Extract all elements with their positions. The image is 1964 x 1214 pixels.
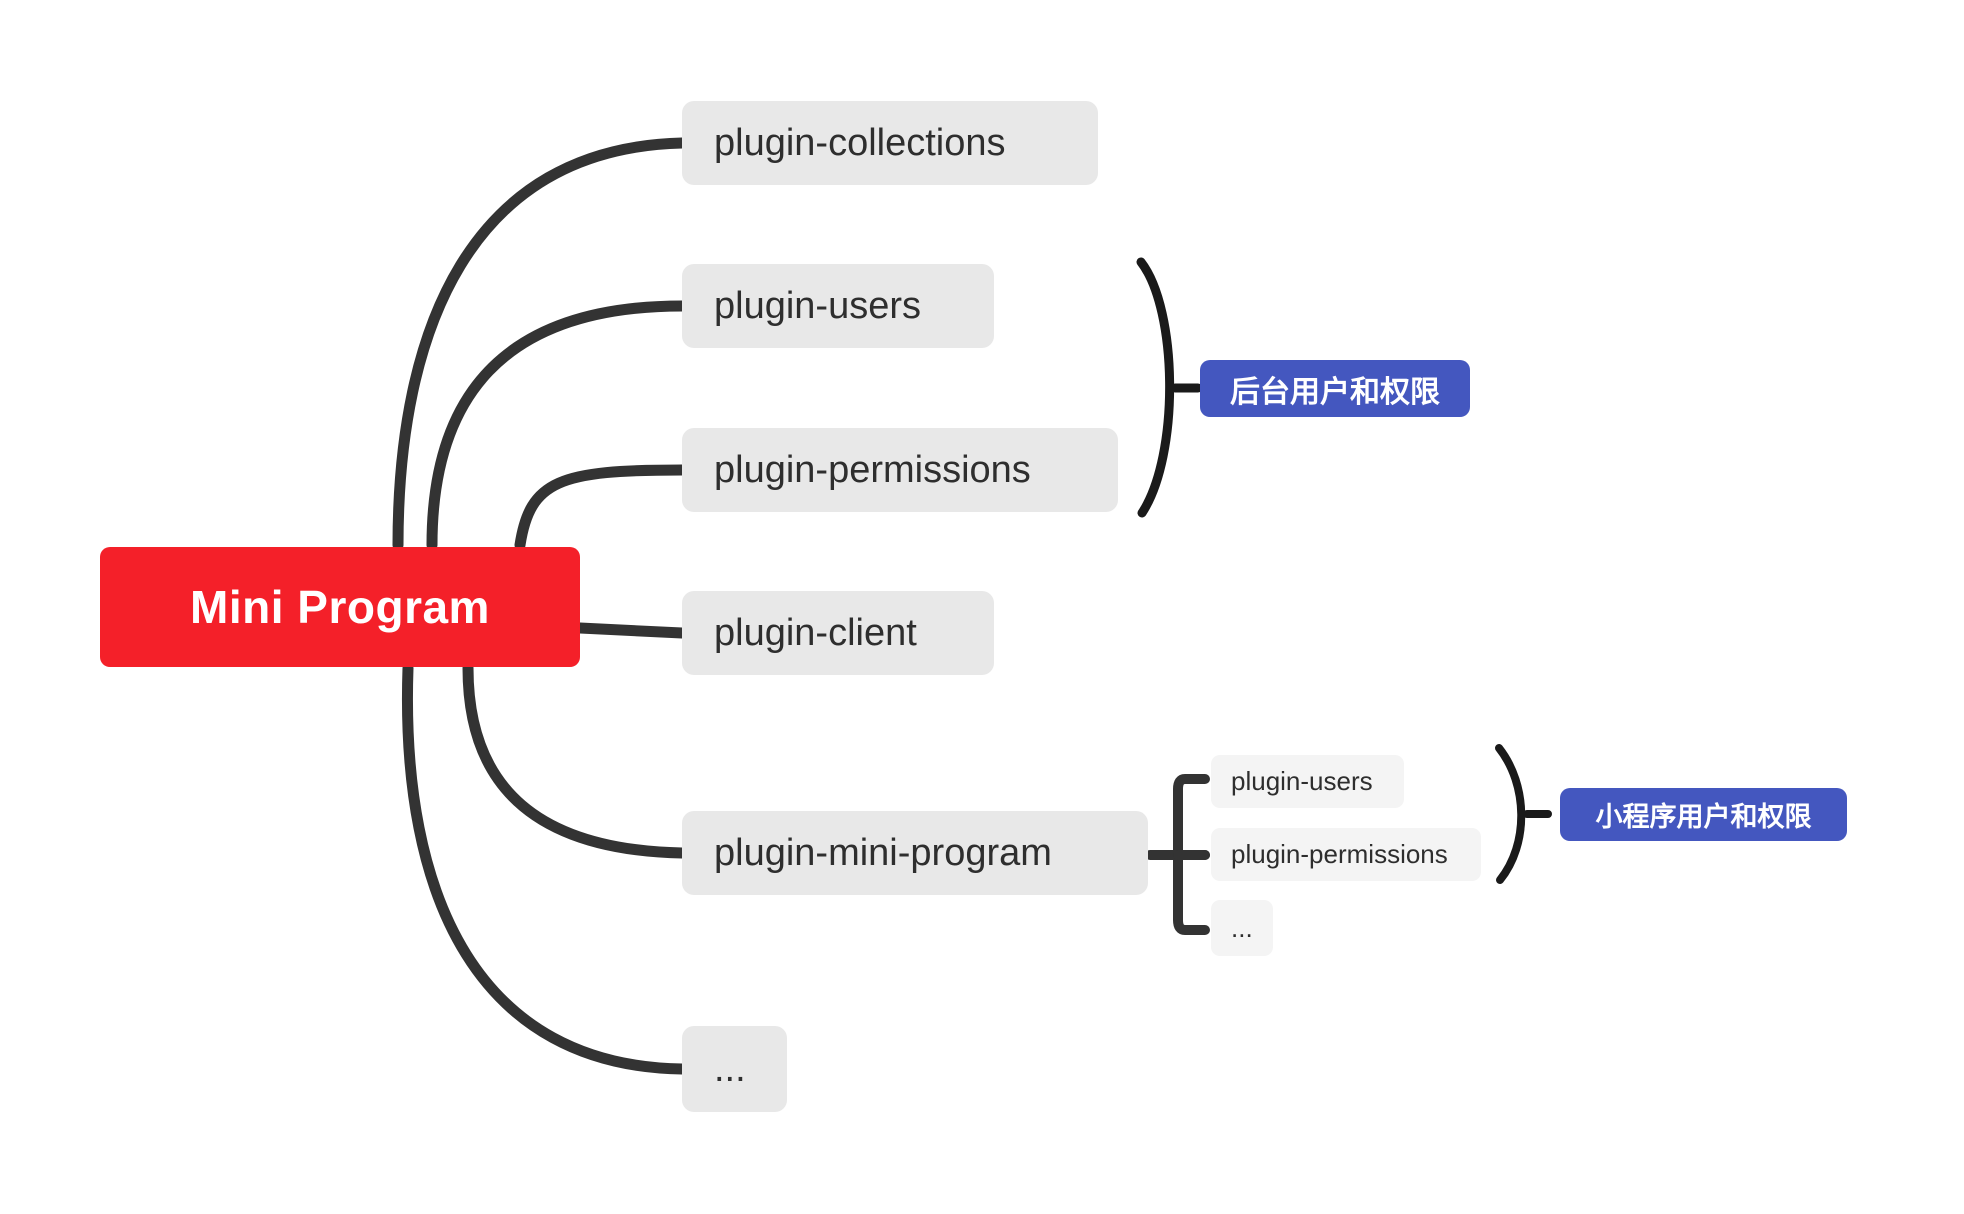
branch-node-label: plugin-client <box>714 611 917 654</box>
sub-node-label: plugin-users <box>1231 766 1373 796</box>
branch-node-plugin-permissions[interactable]: plugin-permissions <box>682 428 1118 512</box>
branch-node-ellipsis[interactable]: ... <box>682 1026 787 1112</box>
branch-node-plugin-mini-program[interactable]: plugin-mini-program <box>682 811 1148 895</box>
sub-node-plugin-permissions[interactable]: plugin-permissions <box>1211 828 1481 881</box>
branch-node-plugin-client[interactable]: plugin-client <box>682 591 994 675</box>
sub-node-label: plugin-permissions <box>1231 839 1448 869</box>
badge-label: 后台用户和权限 <box>1230 375 1440 409</box>
badge-label: 小程序用户和权限 <box>1595 802 1812 832</box>
branch-node-label: plugin-permissions <box>714 448 1031 491</box>
sub-node-label: ... <box>1231 912 1253 943</box>
branch-node-plugin-users[interactable]: plugin-users <box>682 264 994 348</box>
branch-node-label: ... <box>714 1047 746 1090</box>
branch-node-label: plugin-collections <box>714 121 1006 164</box>
branch-node-label: plugin-users <box>714 284 921 327</box>
branch-node-plugin-collections[interactable]: plugin-collections <box>682 101 1098 185</box>
root-node-mini-program[interactable]: Mini Program <box>100 547 580 667</box>
sub-node-plugin-users[interactable]: plugin-users <box>1211 755 1404 808</box>
badge-backend-users-permissions[interactable]: 后台用户和权限 <box>1200 360 1470 417</box>
branch-node-label: plugin-mini-program <box>714 831 1052 874</box>
badge-miniprogram-users-permissions[interactable]: 小程序用户和权限 <box>1560 788 1847 841</box>
sub-node-ellipsis[interactable]: ... <box>1211 900 1273 956</box>
root-node-label: Mini Program <box>190 581 490 633</box>
